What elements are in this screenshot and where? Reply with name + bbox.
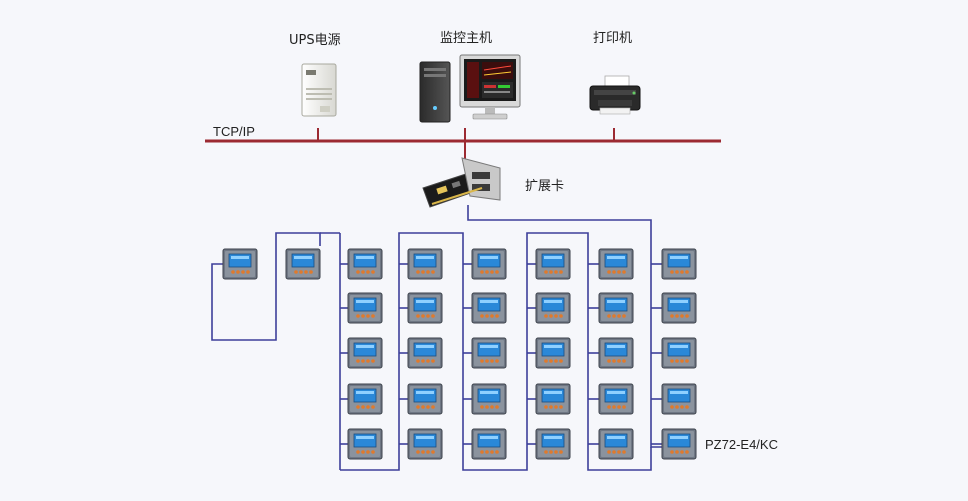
panel-meter-icon xyxy=(407,383,443,415)
panel-meter-icon xyxy=(471,337,507,369)
panel-meter-icon xyxy=(598,383,634,415)
panel-meter-icon xyxy=(347,248,383,280)
printer-label: 打印机 xyxy=(593,31,632,46)
panel-meter-icon xyxy=(407,337,443,369)
ups-label: UPS电源 xyxy=(289,33,341,48)
panel-meter-icon xyxy=(471,248,507,280)
meter-model-label: PZ72-E4/KC xyxy=(705,437,778,452)
panel-meter-icon xyxy=(598,337,634,369)
panel-meter-icon xyxy=(661,248,697,280)
ups-unit-icon xyxy=(301,63,337,117)
panel-meter-icon xyxy=(347,292,383,324)
panel-meter-icon xyxy=(347,337,383,369)
host-label: 监控主机 xyxy=(440,31,492,46)
panel-meter-icon xyxy=(598,428,634,460)
computer-workstation-icon xyxy=(419,54,521,123)
panel-meter-icon xyxy=(661,337,697,369)
panel-meter-icon xyxy=(535,337,571,369)
panel-meter-icon xyxy=(471,383,507,415)
network-label: TCP/IP xyxy=(213,124,255,139)
panel-meter-icon xyxy=(407,248,443,280)
meter-grid xyxy=(222,248,697,460)
panel-meter-icon xyxy=(471,428,507,460)
panel-meter-icon xyxy=(535,248,571,280)
panel-meter-icon xyxy=(535,383,571,415)
panel-meter-icon xyxy=(347,383,383,415)
panel-meter-icon xyxy=(535,428,571,460)
panel-meter-icon xyxy=(285,248,321,280)
panel-meter-icon xyxy=(661,292,697,324)
panel-meter-icon xyxy=(661,383,697,415)
panel-meter-icon xyxy=(407,428,443,460)
panel-meter-icon xyxy=(598,248,634,280)
panel-meter-icon xyxy=(598,292,634,324)
panel-meter-icon xyxy=(222,248,258,280)
printer-icon xyxy=(589,75,641,115)
panel-meter-icon xyxy=(661,428,697,460)
wire-card-to-trunk xyxy=(467,205,665,448)
rs485-wiring xyxy=(211,205,665,471)
panel-meter-icon xyxy=(347,428,383,460)
panel-meter-icon xyxy=(471,292,507,324)
expansion-card-icon xyxy=(422,157,501,208)
card-label: 扩展卡 xyxy=(525,179,564,194)
panel-meter-icon xyxy=(407,292,443,324)
wire-serpentine xyxy=(340,232,652,471)
panel-meter-icon xyxy=(535,292,571,324)
